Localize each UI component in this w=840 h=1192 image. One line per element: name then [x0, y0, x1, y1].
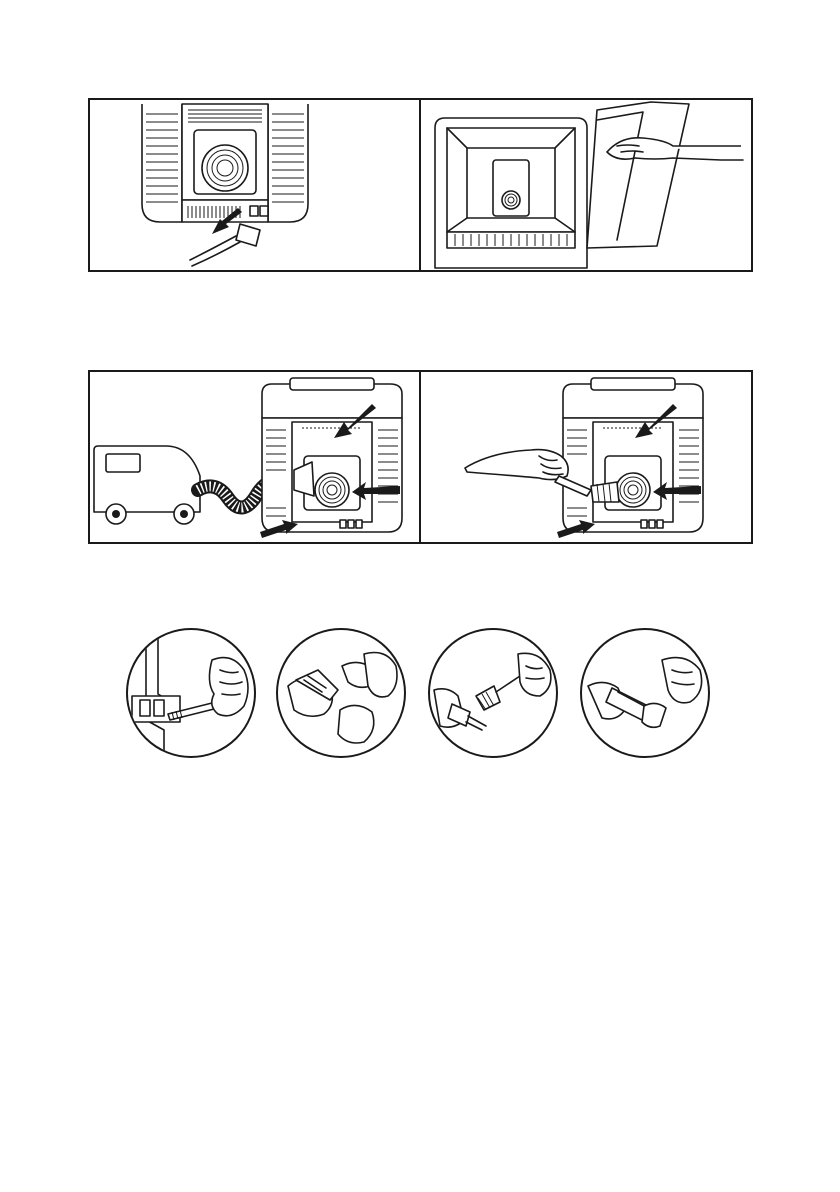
brush-cooler-illustration — [421, 372, 753, 544]
vacuum-cleaner-icon — [94, 446, 200, 524]
cooler-lid — [587, 102, 689, 248]
wipe-plug-illustration — [582, 630, 708, 756]
hand-icon — [364, 653, 397, 697]
cooler-rear-unplug-illustration — [90, 100, 421, 272]
hand-icon — [209, 658, 248, 716]
figure-unplug-power-cord — [88, 98, 421, 272]
cooler-rear-view — [563, 378, 703, 532]
fan-grille-icon — [202, 145, 248, 191]
detail-clean-plug-contacts — [276, 628, 406, 758]
detail-brush-plug — [428, 628, 558, 758]
clean-plug-illustration — [278, 630, 404, 756]
brush-socket-illustration — [128, 630, 254, 756]
cooler-side-ribs-left — [142, 104, 182, 222]
vacuum-cooler-illustration — [90, 372, 421, 544]
figure-vacuum-vents — [88, 370, 421, 544]
cloth-icon — [642, 703, 666, 727]
brush-icon — [476, 686, 500, 710]
brush-plug-illustration — [430, 630, 556, 756]
hand-icon — [518, 653, 551, 696]
detail-brush-socket — [126, 628, 256, 758]
cooler-rear-view — [262, 378, 402, 532]
socket-icon — [140, 700, 150, 716]
cooler-open-wipe-illustration — [421, 100, 753, 272]
detail-wipe-plug — [580, 628, 710, 758]
socket-icon — [250, 206, 258, 216]
socket-icon — [260, 206, 268, 216]
figure-brush-vents — [419, 370, 753, 544]
cooler-side-ribs-right — [268, 104, 308, 222]
figure-wipe-interior-lid — [419, 98, 753, 272]
socket-icon — [154, 700, 164, 716]
hand-icon — [662, 658, 702, 703]
